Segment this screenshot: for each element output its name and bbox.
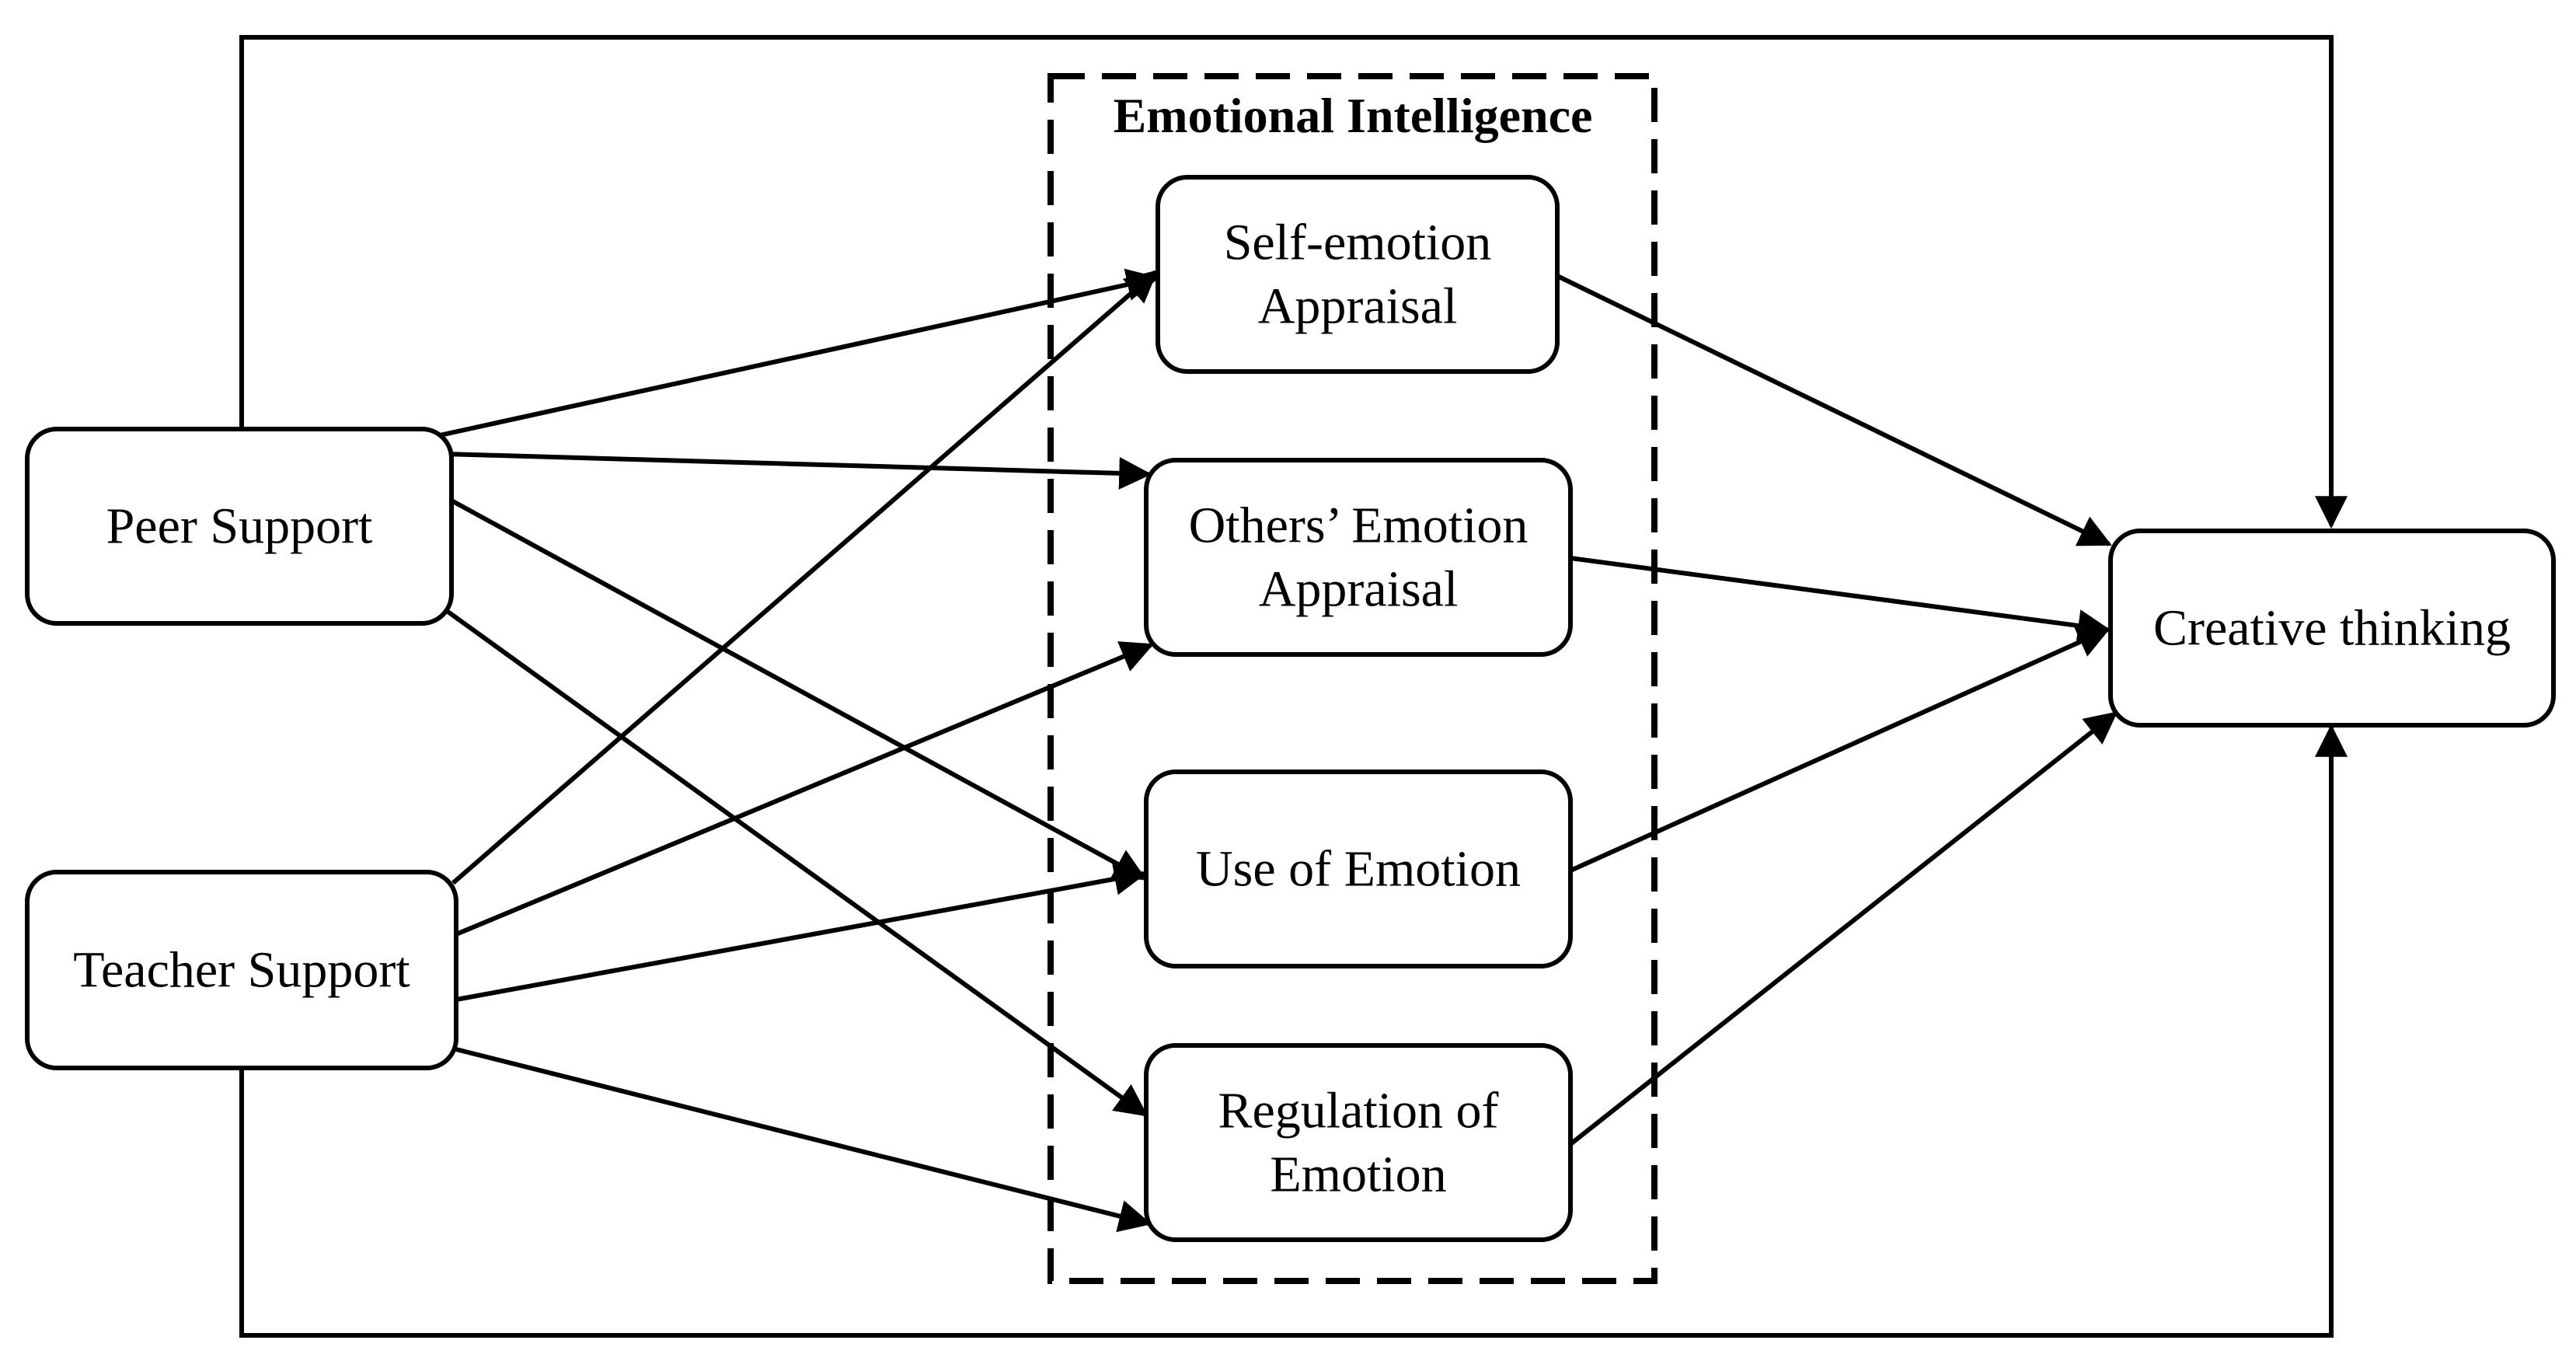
node-others-emotion-appraisal-label-line-1: Others’ Emotion — [1189, 497, 1529, 554]
node-use-of-emotion-label-line-1: Use of Emotion — [1196, 841, 1521, 898]
arrows — [439, 268, 2118, 1233]
edge-teacher_support-self_emotion_appraisal — [451, 270, 1159, 885]
node-teacher-support-box — [25, 870, 458, 1070]
emotional-intelligence-group: Emotional Intelligence — [1047, 73, 1657, 1284]
node-others-emotion-appraisal-box — [1144, 458, 1573, 657]
emotional-intelligence-group-border — [1047, 73, 1657, 1284]
edge-teacher_support-creative_thinking — [239, 724, 2348, 1338]
node-peer-support-box — [25, 427, 454, 626]
node-regulation-of-emotion: Regulation of Emotion — [1144, 1043, 1573, 1242]
edge-teacher_support-use_of_emotion — [455, 863, 1148, 1002]
node-self-emotion-appraisal-label-line-2: Appraisal — [1258, 278, 1458, 335]
node-use-of-emotion: Use of Emotion — [1144, 769, 1573, 968]
node-teacher-support-label-line-1: Teacher Support — [73, 942, 410, 999]
node-self-emotion-appraisal-label-line-1: Self-emotion — [1224, 215, 1492, 271]
edge-regulation_of_emotion-creative_thinking — [1569, 711, 2118, 1146]
direct-paths — [239, 35, 2348, 1338]
edge-self_emotion_appraisal-creative_thinking — [1556, 274, 2112, 546]
edge-peer_support-use_of_emotion — [450, 498, 1147, 881]
edge-peer_support-self_emotion_appraisal — [439, 268, 1160, 438]
node-others-emotion-appraisal-label-line-2: Appraisal — [1259, 561, 1459, 618]
emotional-intelligence-title: Emotional Intelligence — [1114, 88, 1593, 143]
edge-use_of_emotion-creative_thinking — [1569, 626, 2111, 873]
node-use-of-emotion-box — [1144, 769, 1573, 968]
node-self-emotion-appraisal-box — [1156, 175, 1560, 374]
node-creative-thinking: Creative thinking — [2108, 529, 2556, 728]
node-peer-support-label-line-1: Peer Support — [106, 498, 373, 555]
edge-teacher_support-others_emotion_appraisal — [455, 641, 1154, 937]
node-teacher-support: Teacher Support — [25, 870, 458, 1070]
edge-peer_support-others_emotion_appraisal — [444, 452, 1152, 490]
node-creative-thinking-label-line-1: Creative thinking — [2153, 600, 2511, 657]
edge-peer_support-regulation_of_emotion — [445, 609, 1149, 1117]
edge-others_emotion_appraisal-creative_thinking — [1570, 556, 2111, 642]
node-peer-support: Peer Support — [25, 427, 454, 626]
node-regulation-of-emotion-box — [1144, 1043, 1573, 1242]
edge-peer_support-creative_thinking — [239, 35, 2348, 529]
edge-teacher_support-regulation_of_emotion — [455, 1047, 1152, 1233]
node-regulation-of-emotion-label-line-1: Regulation of — [1218, 1083, 1498, 1139]
node-creative-thinking-box — [2108, 529, 2556, 728]
node-regulation-of-emotion-label-line-2: Emotion — [1270, 1146, 1446, 1203]
